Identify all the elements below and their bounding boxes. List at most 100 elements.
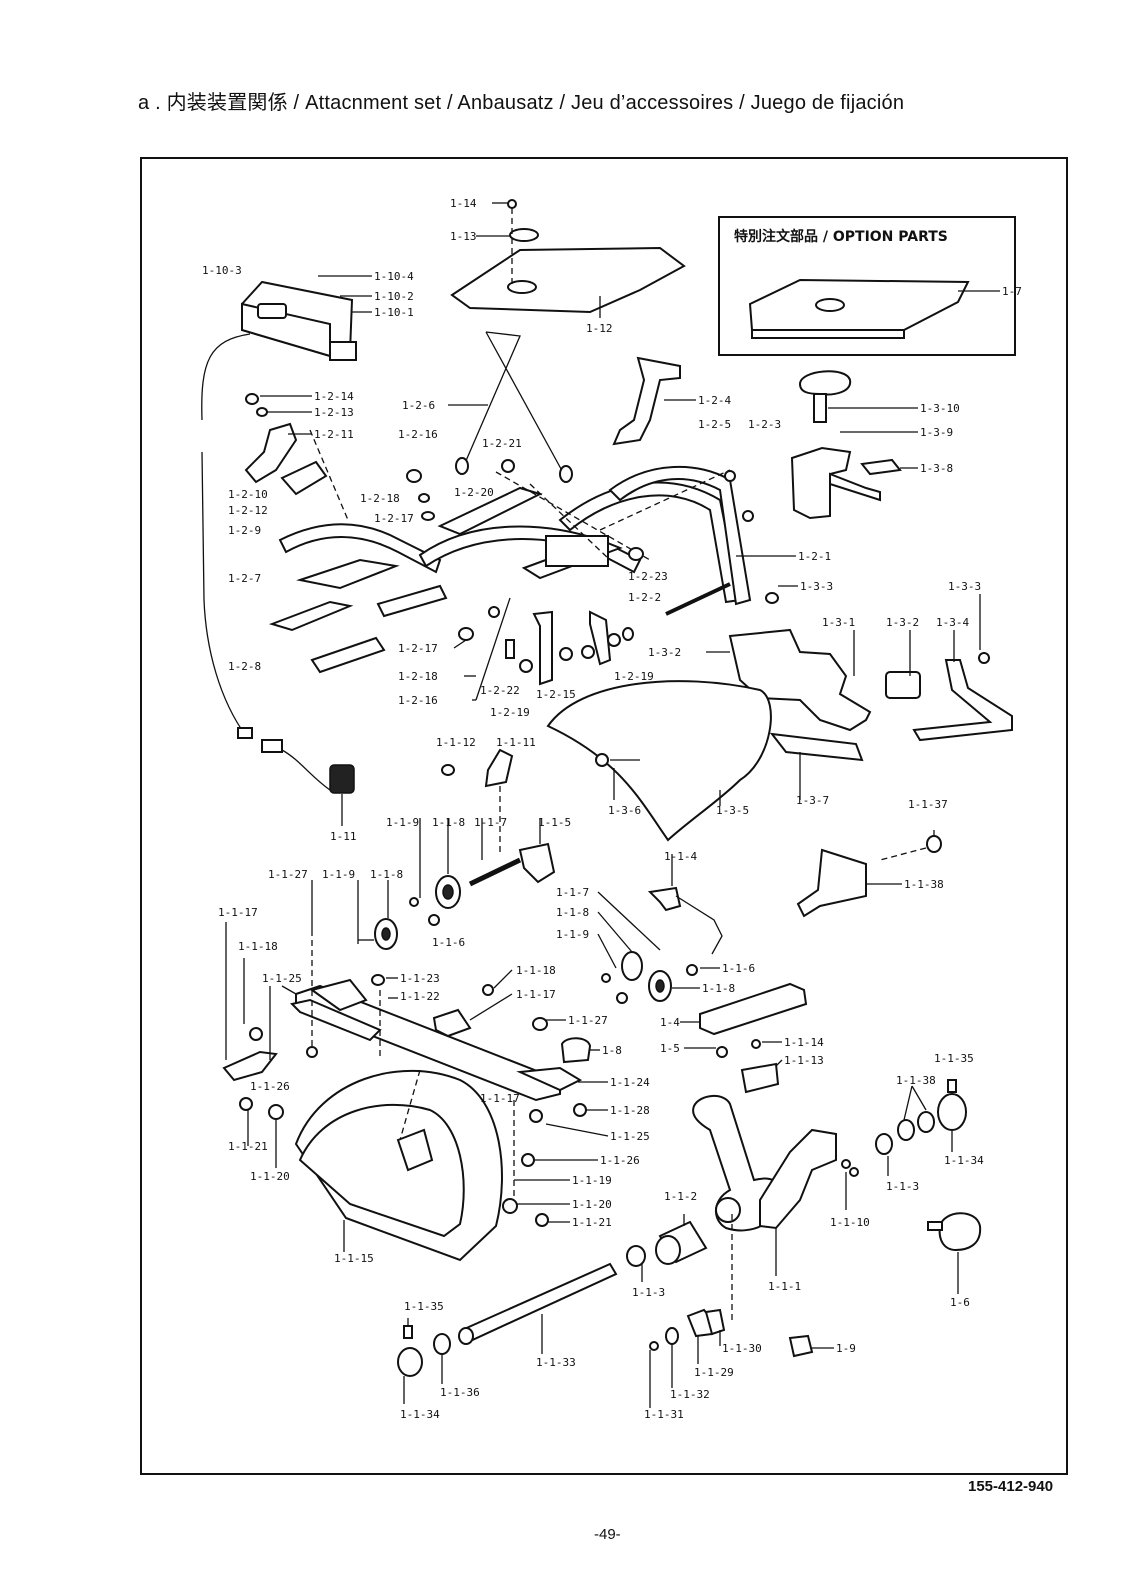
label: 1-2-17 (374, 512, 414, 525)
roller-assembly-right (597, 854, 723, 1004)
label: 1-3-3 (948, 580, 981, 593)
label: 1-1-5 (538, 816, 571, 829)
label: 1-1-3 (632, 1286, 665, 1299)
shaft-group (458, 1214, 733, 1354)
label: 1-6 (950, 1296, 970, 1309)
label: 1-1-21 (572, 1216, 612, 1229)
label: 1-10-3 (202, 264, 242, 277)
lower-right-small-parts (649, 1308, 834, 1408)
label: 1-1-35 (404, 1300, 444, 1313)
label: 1-1-13 (784, 1054, 824, 1067)
label: 1-1-37 (908, 798, 948, 811)
label: 1-1-26 (600, 1154, 640, 1167)
label: 1-1-12 (436, 736, 476, 749)
control-box-group (201, 275, 372, 794)
label: 1-1-7 (474, 816, 507, 829)
label: 1-4 (660, 1016, 680, 1029)
page-title: a . 内装装置関係 / Attacnment set / Anbausatz … (138, 92, 905, 114)
label: 1-1-36 (440, 1386, 480, 1399)
label: 1-2-21 (482, 437, 522, 450)
label: 1-1-24 (610, 1076, 650, 1089)
label: 1-1-8 (556, 906, 589, 919)
label: 1-1-25 (262, 972, 302, 985)
label: 1-1-27 (268, 868, 308, 881)
label: 1-1-9 (386, 816, 419, 829)
label: 1-1-22 (400, 990, 440, 1003)
upper-small-parts (244, 393, 796, 561)
roller-assembly-upper (311, 748, 556, 950)
label: 1-3-9 (920, 426, 953, 439)
label: 1-3-3 (800, 580, 833, 593)
label: 1-1-15 (334, 1252, 374, 1265)
label: 1-10-4 (374, 270, 414, 283)
knob-bracket-group (790, 370, 918, 520)
label: 1-1-35 (934, 1052, 974, 1065)
label: 1-1-8 (370, 868, 403, 881)
label: 1-1-4 (664, 850, 697, 863)
bar-1-4 (560, 982, 808, 1064)
label: 1-10-1 (374, 306, 414, 319)
label: 1-1-6 (432, 936, 465, 949)
label: 1-2-14 (314, 390, 354, 403)
page-number: -49- (594, 1526, 621, 1543)
cover-1-3-5 (546, 680, 864, 842)
label: 1-2-7 (228, 572, 261, 585)
label: 1-14 (450, 197, 477, 210)
label: 1-2-19 (490, 706, 530, 719)
option-parts-title: 特別注文部品 / OPTION PARTS (734, 229, 948, 245)
label: 1-1-29 (694, 1366, 734, 1379)
label: 1-2-1 (798, 550, 831, 563)
label: 1-2-8 (228, 660, 261, 673)
label: 1-9 (836, 1342, 856, 1355)
label: 1-2-19 (614, 670, 654, 683)
large-cover-1-1-15 (247, 1069, 609, 1262)
label: 1-10-2 (374, 290, 414, 303)
label: 1-8 (602, 1044, 622, 1057)
label: 1-1-8 (702, 982, 735, 995)
middle-small-parts (453, 597, 634, 701)
knob-1-6 (927, 1212, 982, 1294)
label: 1-1-1 (768, 1280, 801, 1293)
washer-group-right (875, 1079, 967, 1176)
lever-assembly-1-1-1 (692, 1039, 859, 1276)
label: 1-1-33 (536, 1356, 576, 1369)
callout-labels: 1-14 1-13 1-12 1-7 1-10-3 1-10-4 1-10-2 … (202, 197, 1022, 1421)
label: 1-3-4 (936, 616, 969, 629)
document-number: 155-412-940 (968, 1478, 1054, 1495)
label: 1-1-6 (722, 962, 755, 975)
label: 1-1-28 (610, 1104, 650, 1117)
label: 1-2-17 (398, 642, 438, 655)
label: 1-13 (450, 230, 477, 243)
label: 1-3-6 (608, 804, 641, 817)
label: 1-2-22 (480, 684, 520, 697)
label: 1-3-7 (796, 794, 829, 807)
label: 1-2-9 (228, 524, 261, 537)
label: 1-2-23 (628, 570, 668, 583)
label: 1-1-17 (516, 988, 556, 1001)
bracket-1-2-4 (612, 356, 696, 446)
label: 1-1-8 (432, 816, 465, 829)
label: 1-1-38 (896, 1074, 936, 1087)
label: 1-2-3 (748, 418, 781, 431)
label: 1-2-4 (698, 394, 731, 407)
label: 1-2-12 (228, 504, 268, 517)
label: 1-1-31 (644, 1408, 684, 1421)
label: 1-1-25 (610, 1130, 650, 1143)
bracket-1-1-38 (796, 830, 942, 918)
label: 1-2-18 (360, 492, 400, 505)
label: 1-1-26 (250, 1080, 290, 1093)
label: 1-1-17 (218, 906, 258, 919)
label: 1-3-2 (648, 646, 681, 659)
label: 1-11 (330, 830, 357, 843)
label: 1-2-20 (454, 486, 494, 499)
label: 1-1-17 (480, 1092, 520, 1105)
label: 1-2-10 (228, 488, 268, 501)
option-cover-plate (748, 278, 1000, 339)
label: 1-1-9 (322, 868, 355, 881)
label: 1-2-16 (398, 428, 438, 441)
main-bar-assembly (222, 922, 608, 1120)
label: 1-2-18 (398, 670, 438, 683)
diagram-frame (140, 157, 1068, 1475)
label: 1-1-20 (572, 1198, 612, 1211)
